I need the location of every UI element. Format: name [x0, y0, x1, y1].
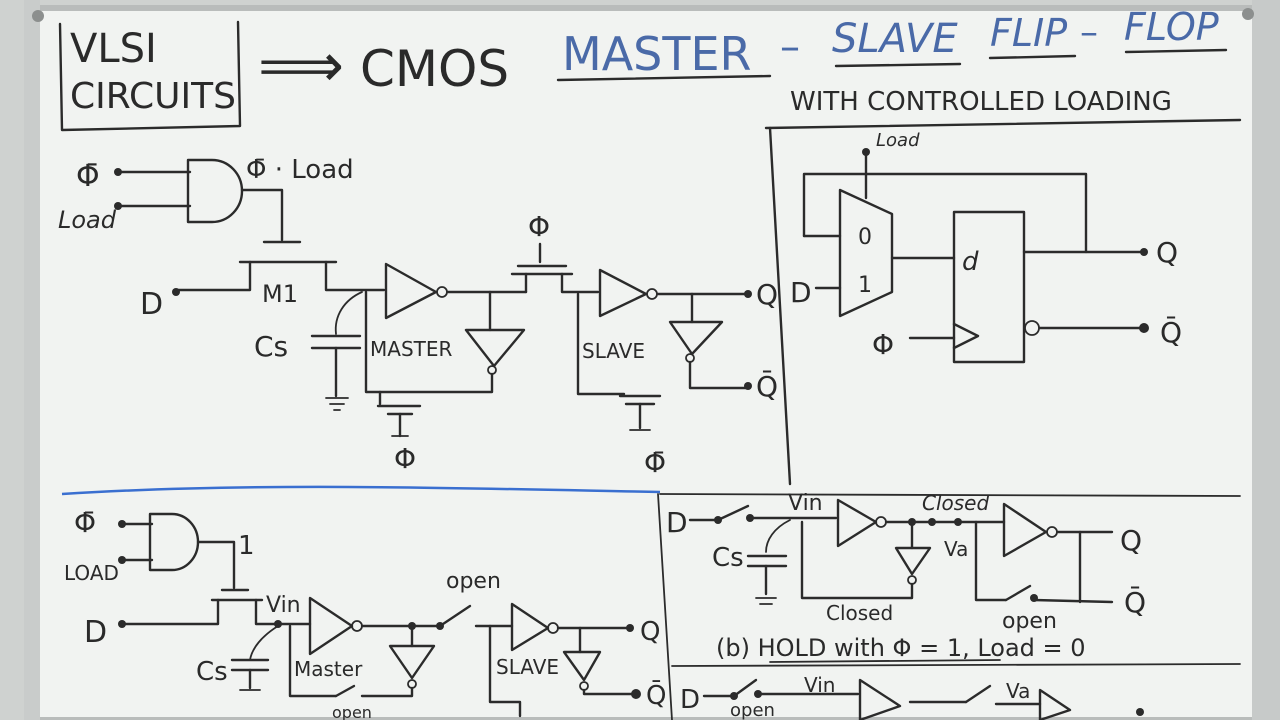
- lower-left-circuit: Φ̄ LOAD 1 D Vin Cs Master open op: [64, 506, 666, 720]
- block-diagram: Load 0 1 D d Φ Q Q̄: [764, 118, 1242, 486]
- main-cs-label: Cs: [254, 330, 288, 363]
- main-phi-bottom-label: Φ: [394, 442, 416, 475]
- board-frame-right: [1252, 0, 1280, 720]
- title-slave: SLAVE: [832, 16, 958, 62]
- lr-master-feedback-inverter-icon: [894, 546, 932, 576]
- block-load-label: Load: [876, 130, 920, 151]
- board-screw-icon: [1242, 8, 1254, 20]
- main-slave-inverter-icon: [598, 268, 648, 318]
- main-phibar-bottom-label: Φ̄: [644, 446, 666, 479]
- ll-phibar-label: Φ̄: [74, 506, 96, 539]
- lr-slave-inverter-icon: [1002, 502, 1048, 558]
- title-dash-1: –: [780, 24, 800, 70]
- ll-load-label: LOAD: [64, 561, 119, 585]
- ll-master-label: Master: [294, 657, 363, 681]
- lr-partial-inverter-icon: [858, 678, 902, 720]
- divider-lower-right: [671, 663, 1241, 667]
- main-q-label: Q: [756, 278, 778, 311]
- title-vlsi: VLSI: [70, 26, 157, 72]
- title-circuits: CIRCUITS: [70, 76, 236, 117]
- lr-master-inverter-icon: [836, 498, 878, 548]
- block-clock-icon: [952, 322, 980, 350]
- lr-vin2-label: Vin: [804, 673, 835, 697]
- lr-d-label: D: [666, 506, 688, 539]
- divider-vertical: [657, 493, 673, 720]
- main-m1-label: M1: [262, 280, 298, 308]
- title-flip-underline: [988, 54, 1077, 60]
- main-master-label: MASTER: [370, 337, 452, 361]
- lr-open-label: open: [1002, 609, 1057, 634]
- block-qbar-label: Q̄: [1160, 315, 1182, 349]
- lr-d2-label: D: [680, 685, 700, 715]
- lr-open2-label: open: [730, 700, 775, 720]
- lr-closed-bottom-label: Closed: [826, 601, 893, 625]
- lr-qbar-label: Q̄: [1124, 585, 1146, 619]
- main-phibar-label: Φ̄: [76, 159, 100, 194]
- lr-caption: (b) HOLD with Φ = 1, Load = 0: [716, 634, 1086, 662]
- ll-master-feedback-inverter-icon: [388, 644, 436, 680]
- board-screw-icon: [32, 10, 44, 22]
- block-diagram-border: [764, 118, 1242, 130]
- ll-open-bottom-label: open: [332, 703, 372, 720]
- title-master-underline: [556, 74, 772, 82]
- ll-and-gate-icon: [148, 512, 200, 572]
- main-qbar-label: Q̄: [756, 369, 778, 403]
- main-master-feedback-inverter-icon: [464, 328, 526, 368]
- ll-open-label: open: [446, 569, 501, 594]
- title-flop-underline: [1124, 48, 1228, 54]
- ll-slave-feedback-inverter-icon: [562, 650, 602, 682]
- title-box: VLSI CIRCUITS: [58, 20, 242, 132]
- block-d-label: D: [790, 276, 812, 309]
- ll-d-label: D: [84, 615, 107, 650]
- lr-q-label: Q: [1120, 524, 1142, 557]
- main-slave-feedback-inverter-icon: [668, 320, 724, 356]
- title-cmos: CMOS: [360, 40, 509, 98]
- main-circuit: Φ̄ Load Φ̄ · Load D M1 Cs MASTE: [58, 155, 778, 479]
- main-d-label: D: [140, 287, 163, 322]
- main-phi-top-label: Φ: [528, 210, 550, 243]
- ll-slave-inverter-icon: [510, 602, 550, 652]
- main-load-label: Load: [58, 206, 117, 234]
- block-flipflop-box: [952, 210, 1026, 364]
- ll-vin-label: Vin: [266, 593, 301, 618]
- lr-cs-label: Cs: [712, 543, 744, 573]
- main-master-inverter-icon: [384, 262, 438, 320]
- block-mux-0-label: 0: [858, 225, 872, 250]
- divider-blue: [61, 485, 661, 496]
- title-arrow-icon: ⟹: [258, 31, 344, 101]
- block-q-label: Q: [1156, 236, 1178, 269]
- ll-slave-label: SLAVE: [496, 655, 559, 679]
- board-frame-left: [24, 0, 40, 720]
- title-dash-2: –: [1080, 12, 1098, 53]
- ll-q-label: Q: [640, 617, 660, 647]
- block-mux-icon: [838, 188, 894, 318]
- main-slave-label: SLAVE: [582, 339, 645, 363]
- lr-vin-label: Vin: [788, 491, 823, 516]
- ll-qbar-label: Q̄: [646, 679, 666, 711]
- title-flip: FLIP: [990, 11, 1067, 55]
- ll-cs-label: Cs: [196, 657, 228, 687]
- lr-closed-top-label: Closed: [922, 491, 989, 515]
- lr-va2-label: Va: [1006, 679, 1030, 703]
- block-phi-label: Φ: [872, 328, 894, 361]
- main-and-output-label: Φ̄ · Load: [246, 155, 354, 185]
- lower-right-circuit: D Vin Cs Closed Va Closed Q: [666, 491, 1146, 720]
- lr-va-label: Va: [944, 537, 968, 561]
- block-ff-d-label: d: [962, 247, 979, 277]
- ll-one-label: 1: [238, 531, 255, 561]
- divider-right: [659, 493, 1241, 497]
- title-master: MASTER: [562, 27, 751, 81]
- ll-master-inverter-icon: [308, 596, 354, 656]
- title-flop: FLOP: [1124, 5, 1219, 49]
- title-subtitle: WITH CONTROLLED LOADING: [790, 87, 1172, 117]
- block-mux-1-label: 1: [858, 273, 872, 298]
- main-and-gate-icon: [186, 158, 244, 224]
- title-slave-underline: [834, 62, 962, 68]
